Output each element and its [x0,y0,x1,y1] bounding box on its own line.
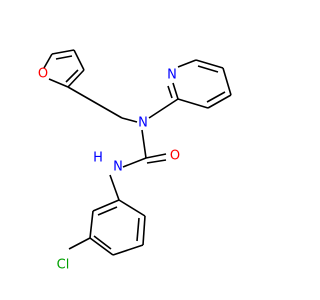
chlorine-label: Cl [57,258,70,273]
bonds [43,49,232,256]
bond-aryl-c5-c4 [112,244,144,256]
furan-oxygen-label: O [38,67,48,82]
bond-c2-ch2 [67,86,123,119]
bond-aryl-c1-c6 [118,199,146,217]
bond-pyr-c5-c4 [222,67,232,96]
bond-pyr-n1-c6 [177,59,197,68]
nh-nitrogen-label: N [113,160,123,175]
bond-pyr-c2-n1-inner [167,85,173,99]
bond-amide-n-carbonyl-c [141,129,147,159]
bond-aryl-c3-c2 [89,210,94,239]
nh-hydrogen-label: H [93,151,103,166]
bond-aryl-c6-c5 [142,215,146,246]
bond-aryl-c2-c1 [92,199,120,212]
bond-ch2-amide-n [121,117,138,123]
bond-aryl-c2-c1-inner [97,206,118,216]
bond-carbonyl-c-o-second [146,159,167,164]
bond-aryl-c3-cl [68,237,91,250]
bond-pyr-c6-c5 [195,59,224,69]
atom-labels: O N N O N H Cl [38,67,180,273]
molecule-structure: O N N O N H Cl [38,49,232,273]
bond-nh-aryl-c1 [109,174,120,201]
bond-furan-c3-c2 [67,69,85,88]
bond-pyr-c6-c5-inner [197,65,219,73]
bond-furan-c5-c4-inner [55,55,73,60]
bond-furan-c5-c4 [51,49,75,55]
bond-furan-c2-o [48,78,69,88]
bond-pyr-c3-c2 [177,98,209,109]
bond-furan-c4-c3 [73,49,85,71]
bond-aryl-c4-c3-inner [93,235,112,250]
bond-amide-n-pyr-c2 [148,98,179,119]
bond-pyr-c4-c3 [207,94,232,109]
bond-carbonyl-c-nh [122,157,147,168]
pyridine-nitrogen-label: N [167,68,177,83]
bond-furan-c3-c2-inner [65,69,79,83]
bond-furan-o-c5 [43,53,53,69]
bond-carbonyl-c-o [145,153,167,159]
bond-aryl-c4-c3 [89,237,114,256]
bond-aryl-c6-c5-inner [136,217,140,242]
bond-pyr-c4-c3-inner [206,91,226,103]
carbonyl-oxygen-label: O [170,149,180,164]
bond-pyr-c2-n1 [172,82,179,100]
amide-nitrogen-label: N [138,116,148,131]
